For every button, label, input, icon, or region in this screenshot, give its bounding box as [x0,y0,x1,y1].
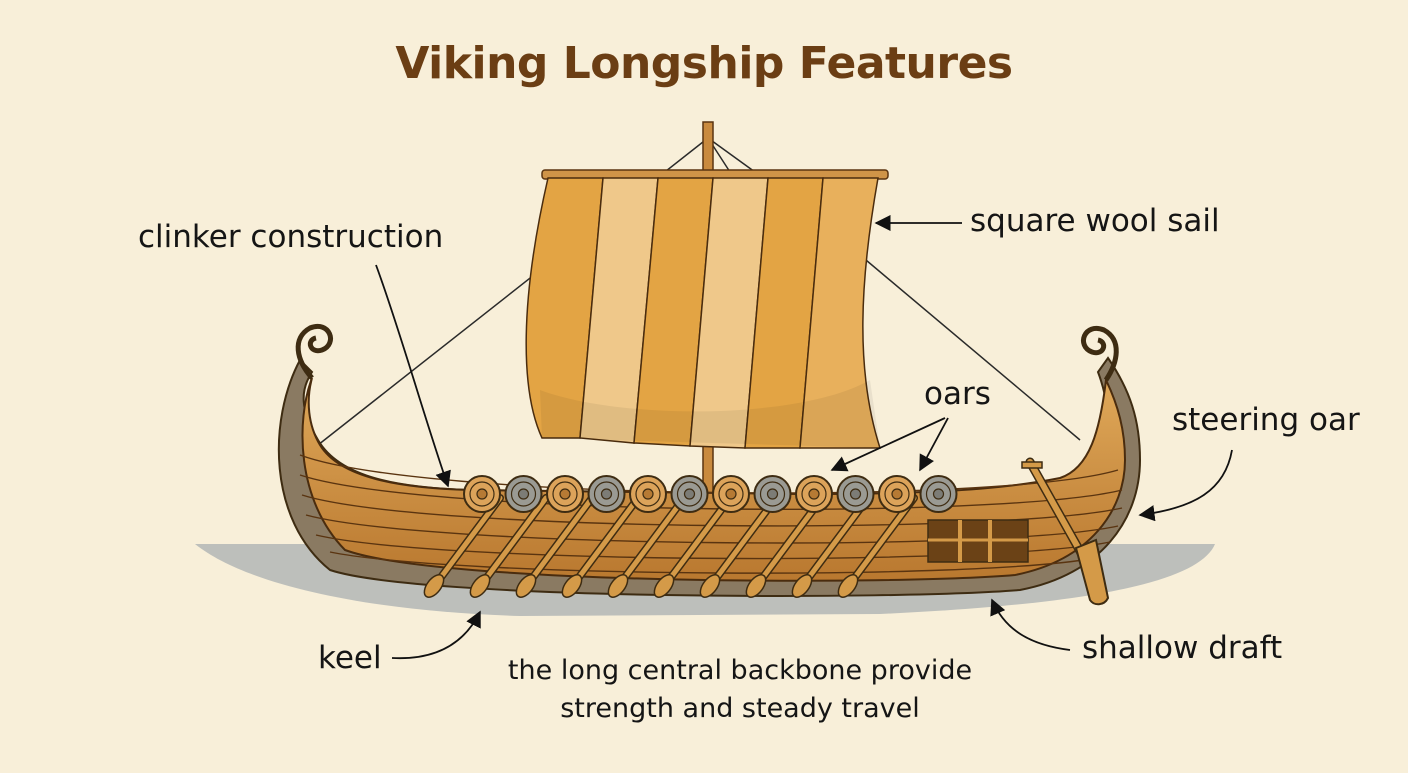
oar [607,494,688,598]
stern-hold [927,519,1029,563]
shields-group [463,475,958,513]
shield [504,475,543,513]
keel-caption: the long central backbone provide streng… [480,652,1000,728]
prow-spiral [295,323,1119,382]
arrow-oars-2 [919,417,949,472]
oar [469,494,550,598]
oar [745,494,826,598]
arrow-keel [391,610,481,660]
oar [561,494,642,598]
arrow-draft [990,598,1071,651]
oar [837,494,918,598]
shield [546,475,584,513]
arrow-steering [1138,449,1233,522]
label-oars: oars [924,376,991,412]
page-title: Viking Longship Features [395,38,1013,89]
steering-oar [1021,457,1110,606]
shield [587,475,626,513]
annotation-arrows [375,214,1233,660]
label-shallow-draft: shallow draft [1082,630,1283,666]
arrow-clinker [375,264,451,488]
oars-group [423,494,918,598]
shield [753,475,792,513]
shield [712,475,750,513]
label-keel: keel [318,640,382,676]
shield [670,475,709,513]
label-steering-oar: steering oar [1172,402,1360,438]
shield [878,475,916,513]
shield [629,475,667,513]
arrow-oars-1 [830,417,946,472]
oar [423,494,504,598]
shield [795,475,833,513]
shield [463,475,501,513]
oar [653,494,734,598]
shield [836,475,875,513]
oar [515,494,596,598]
oar [699,494,780,598]
hull [301,376,1127,582]
label-clinker-construction: clinker construction [138,219,444,255]
oar [791,494,872,598]
square-sail [525,177,882,449]
label-square-wool-sail: square wool sail [970,203,1220,239]
shield [919,475,958,513]
caption-line-1: the long central backbone provide [507,655,973,686]
caption-line-2: strength and steady travel [560,693,920,724]
